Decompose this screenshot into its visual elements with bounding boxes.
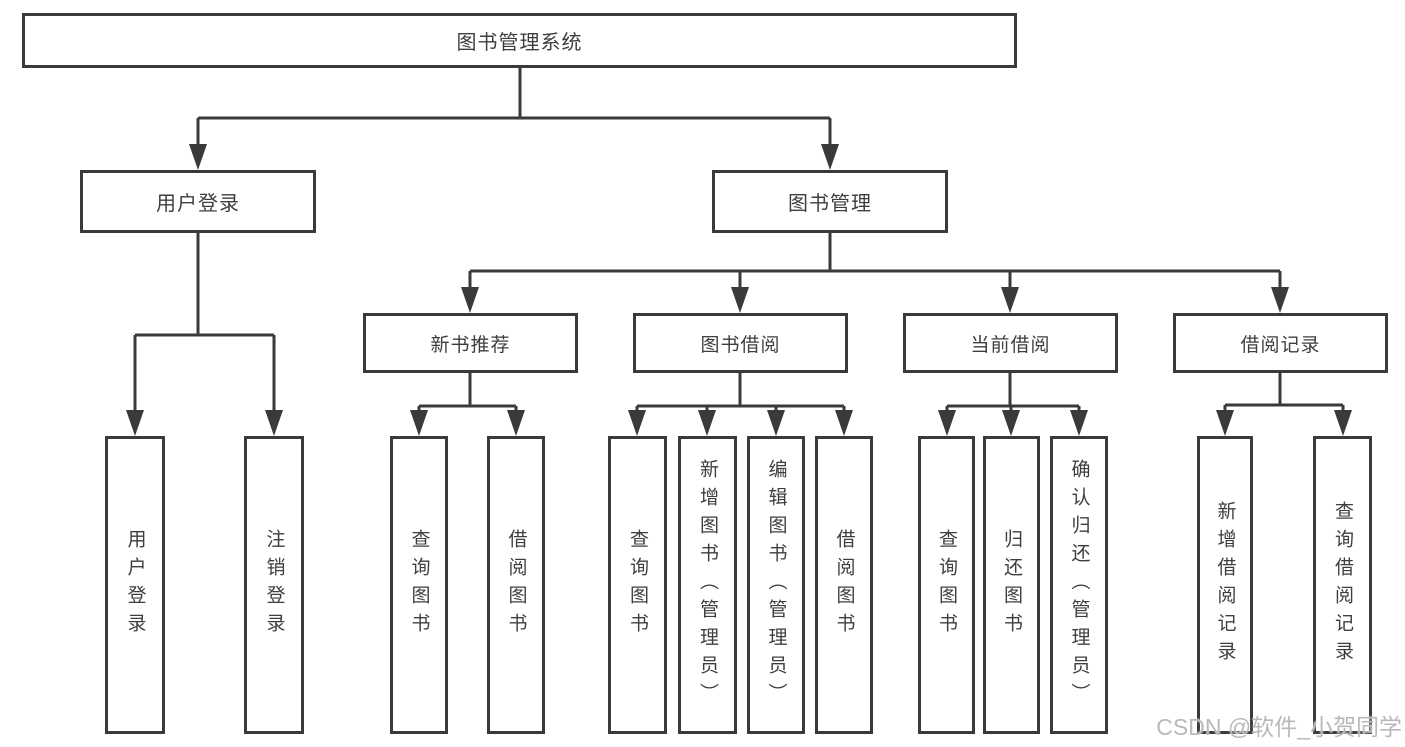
arrow-icon (126, 410, 144, 436)
arrowheads (126, 144, 1352, 436)
leaf-borrow-edit-admin: 编辑图书（管理员） (747, 436, 805, 734)
leaf-logout: 注销登录 (244, 436, 304, 734)
arrow-icon (821, 144, 839, 170)
leaf-borrow-add-admin: 新增图书（管理员） (678, 436, 737, 734)
arrow-icon (1334, 410, 1352, 436)
arrow-icon (1070, 410, 1088, 436)
arrow-icon (1002, 410, 1020, 436)
arrow-icon (410, 410, 428, 436)
node-new-book-recommend: 新书推荐 (363, 313, 578, 373)
arrow-icon (731, 287, 749, 313)
leaf-record-query: 查询借阅记录 (1313, 436, 1372, 734)
arrow-icon (1216, 410, 1234, 436)
connector-user-login (133, 233, 276, 412)
connector-root (196, 68, 832, 145)
arrow-icon (507, 410, 525, 436)
leaf-user-login: 用户登录 (105, 436, 165, 734)
connector-new-book (417, 372, 518, 412)
arrow-icon (835, 410, 853, 436)
connector-borrow-records (1223, 372, 1345, 412)
connector-book-borrow (635, 372, 846, 412)
node-book-borrow: 图书借阅 (633, 313, 848, 373)
arrow-icon (938, 410, 956, 436)
node-current-borrow: 当前借阅 (903, 313, 1118, 373)
connector-current-borrow (945, 372, 1081, 412)
leaf-newbook-query: 查询图书 (390, 436, 448, 734)
arrow-icon (767, 410, 785, 436)
node-user-login: 用户登录 (80, 170, 316, 233)
leaf-borrow-query: 查询图书 (608, 436, 667, 734)
arrow-icon (1271, 287, 1289, 313)
connector-book-management (468, 233, 1282, 289)
arrow-icon (1001, 287, 1019, 313)
leaf-current-confirm-admin: 确认归还（管理员） (1050, 436, 1108, 734)
node-borrow-records: 借阅记录 (1173, 313, 1388, 373)
leaf-record-add: 新增借阅记录 (1197, 436, 1253, 734)
node-root: 图书管理系统 (22, 13, 1017, 68)
arrow-icon (265, 410, 283, 436)
arrow-icon (189, 144, 207, 170)
arrow-icon (628, 410, 646, 436)
arrow-icon (461, 287, 479, 313)
node-book-management: 图书管理 (712, 170, 948, 233)
arrow-icon (698, 410, 716, 436)
leaf-current-query: 查询图书 (918, 436, 975, 734)
leaf-newbook-borrow: 借阅图书 (487, 436, 545, 734)
watermark: CSDN @软件_小贺同学 (1156, 714, 1402, 740)
leaf-borrow-book: 借阅图书 (815, 436, 873, 734)
leaf-current-return: 归还图书 (983, 436, 1040, 734)
